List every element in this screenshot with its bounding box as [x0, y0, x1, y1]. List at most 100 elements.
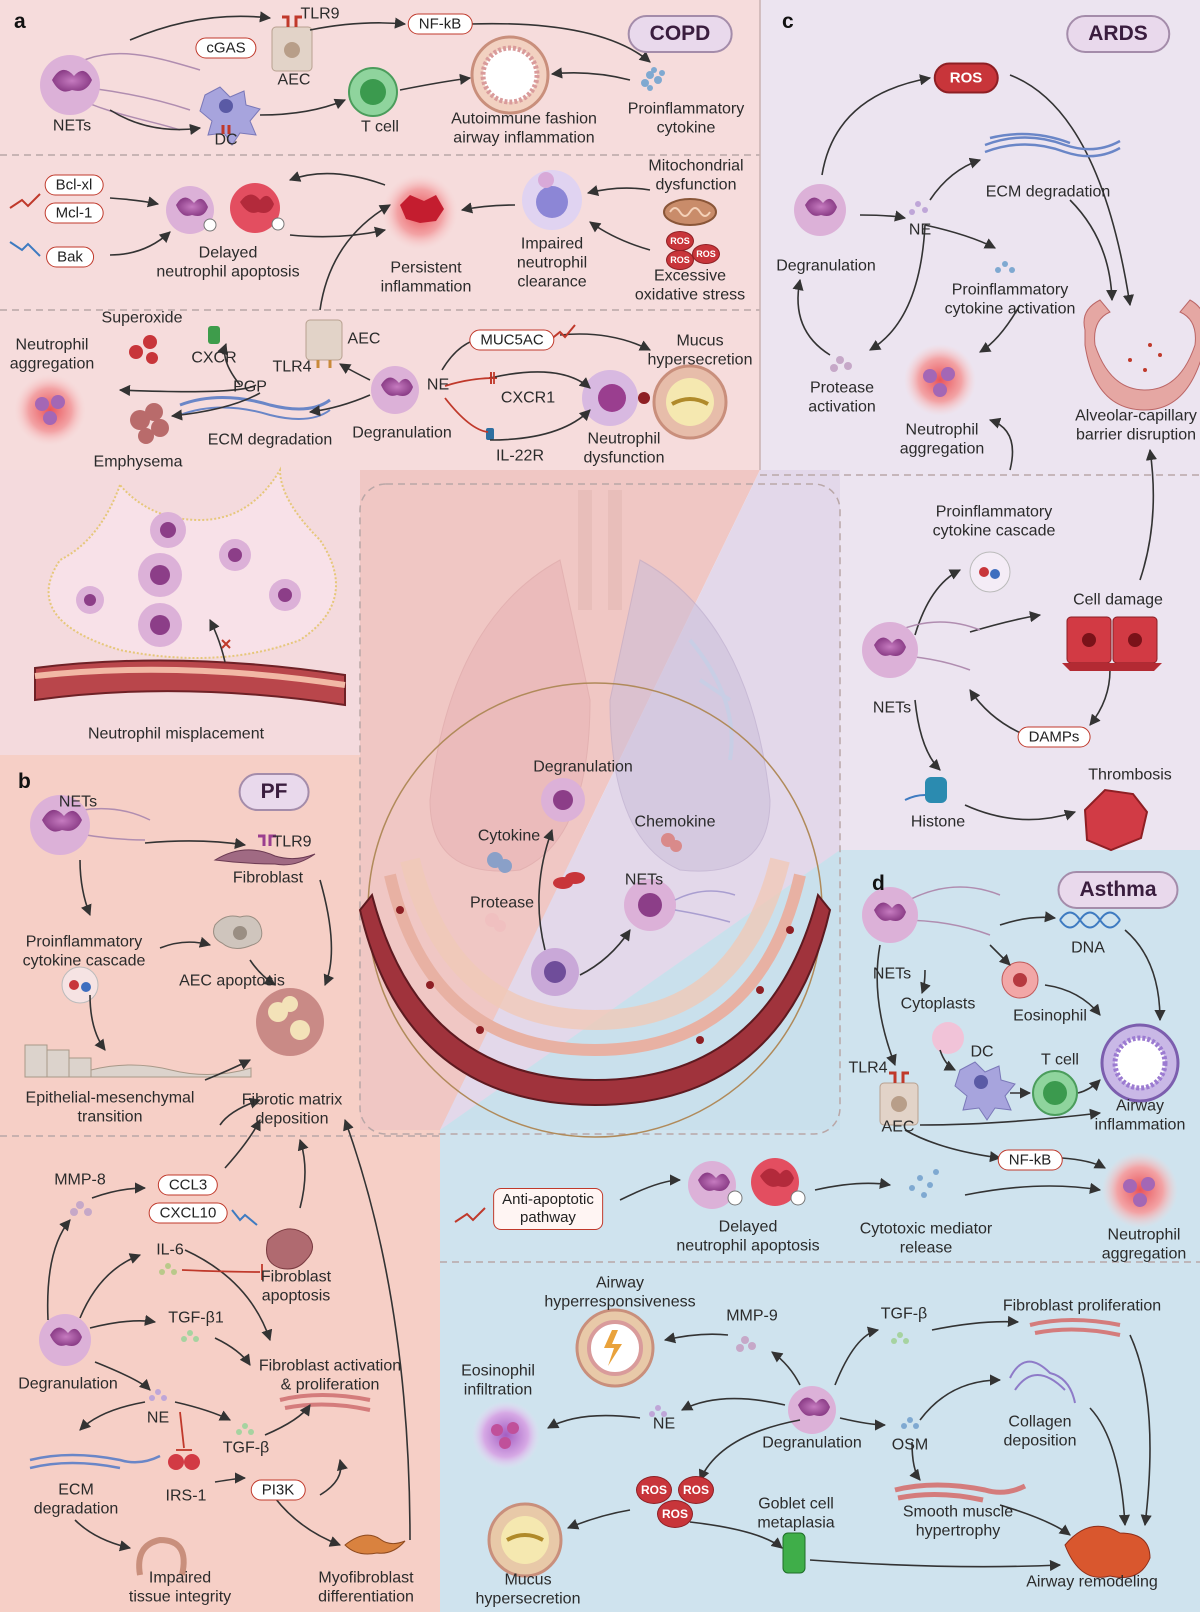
ards-neutrophil-icon — [794, 184, 846, 236]
pf-mmp8-label: MMP-8 — [54, 1171, 106, 1189]
copd-ros-icon: ROS — [666, 231, 694, 251]
copd-cgas-pill: cGAS — [195, 37, 257, 59]
ards-aggregation-label-2: aggregation — [899, 440, 985, 458]
copd-proinflammatory-label-2: cytokine — [656, 119, 716, 137]
asthma-tag: Asthma — [1057, 871, 1179, 909]
asthma-anti-apoptotic-line-2: pathway — [520, 1209, 576, 1226]
pf-il6-label: IL-6 — [156, 1241, 184, 1259]
pf-fibrotic-label-1: Fibrotic matrix — [241, 1091, 343, 1109]
pf-activation-label-1: Fibroblast activation — [258, 1357, 402, 1375]
asthma-ros-label-3: ROS — [661, 1507, 688, 1521]
asthma-aggregation-label-2: aggregation — [1101, 1245, 1187, 1263]
pf-upper-arrows — [79, 837, 335, 1126]
ards-cytokine-icon — [995, 261, 1015, 273]
copd-mito-label-1: Mitochondrial — [648, 157, 744, 175]
panel-letter-d: d — [872, 872, 885, 895]
copd-row3-arrows — [118, 204, 652, 441]
copd-cytokine-icon — [641, 67, 665, 91]
pf-degranulation-label: Degranulation — [18, 1375, 118, 1393]
pf-lower-cells — [29, 1201, 406, 1576]
asthma-airway-ring-icon — [1100, 1023, 1180, 1103]
center-nets-label: NETs — [624, 871, 664, 889]
copd-row1-arrows — [109, 11, 651, 135]
asthma-tgfb-label: TGF-β — [880, 1305, 928, 1323]
ards-ros-pill: ROS — [933, 62, 999, 94]
asthma-collagen-label-1: Collagen — [1008, 1413, 1072, 1431]
asthma-inflammation-label-2: inflammation — [1094, 1116, 1186, 1134]
copd-impaired-label-3: clearance — [517, 273, 587, 291]
copd-ne-label: NE — [426, 376, 450, 394]
asthma-dc-label: DC — [970, 1043, 994, 1061]
copd-muc5ac-up-arrow — [549, 324, 576, 341]
copd-nets-label: NETs — [52, 117, 92, 135]
asthma-ros-icon: ROS — [636, 1476, 672, 1504]
pf-fibro-apoptosis-label-1: Fibroblast — [260, 1268, 332, 1286]
copd-mucus-label-2: hypersecretion — [647, 351, 753, 369]
ards-protease-label-2: activation — [808, 398, 876, 416]
ards-thrombosis-label: Thrombosis — [1088, 766, 1172, 784]
ards-ne-icon — [909, 201, 928, 215]
pf-tgfb-label: TGF-β — [222, 1439, 270, 1457]
pf-ecm-label-1: ECM — [58, 1481, 94, 1499]
copd-tlr4-label: TLR4 — [272, 358, 312, 376]
ards-histone-label: Histone — [910, 813, 966, 831]
asthma-goblet-label-2: metaplasia — [757, 1514, 835, 1532]
asthma-smooth-label-1: Smooth muscle — [902, 1503, 1014, 1521]
asthma-delayed-label-2: neutrophil apoptosis — [676, 1237, 820, 1255]
pf-cxcl10-pill: CXCL10 — [148, 1202, 228, 1224]
asthma-aggregation-icon — [1102, 1152, 1178, 1228]
copd-dysfunction-label-1: Neutrophil — [587, 430, 661, 448]
pf-fibroblast-label: Fibroblast — [232, 869, 304, 887]
copd-delayed-label-1: Delayed — [198, 244, 258, 262]
copd-row2-arrows — [109, 171, 651, 256]
copd-nets-neutrophil — [40, 52, 201, 131]
copd-oxidative-label-2: oxidative stress — [634, 286, 746, 304]
copd-oxidative-label-1: Excessive — [653, 267, 727, 285]
ards-cascade-label-2: cytokine cascade — [932, 522, 1056, 540]
copd-inhibition-lines — [444, 372, 496, 433]
copd-cxcr-label: CXCR — [191, 349, 237, 367]
asthma-nets-label: NETs — [872, 965, 912, 983]
pf-cytokine-cascade-icon — [61, 966, 99, 1004]
copd-impaired-label-2: neutrophil — [516, 254, 588, 272]
ards-ecm-icon — [984, 132, 1121, 158]
panel-letter-a: a — [14, 10, 26, 33]
copd-ros-icon: ROS — [692, 244, 720, 264]
center-degranulation-label: Degranulation — [533, 758, 633, 776]
asthma-ros-icon: ROS — [678, 1476, 714, 1504]
pf-pi3k-pill: PI3K — [250, 1479, 306, 1501]
copd-proinflammatory-label-1: Proinflammatory — [627, 100, 745, 118]
ards-degranulation-label: Degranulation — [776, 257, 876, 275]
pf-cascade-label-1: Proinflammatory — [25, 933, 143, 951]
asthma-upper-arrows — [876, 911, 1166, 1169]
pf-nets-label: NETs — [58, 793, 98, 811]
asthma-mmp9-label: MMP-9 — [726, 1307, 778, 1325]
asthma-osm-label: OSM — [891, 1436, 929, 1454]
copd-row2-cells — [166, 170, 582, 250]
asthma-ros-label-1: ROS — [640, 1483, 667, 1497]
pf-down-arrow — [231, 1209, 258, 1226]
misplacement-label: Neutrophil misplacement — [87, 725, 265, 743]
ards-nets-label: NETs — [872, 699, 912, 717]
ards-cytokine-cascade-icon — [969, 551, 1011, 593]
pf-impaired-label-1: Impaired — [148, 1569, 212, 1587]
copd-bak-pill: Bak — [46, 246, 94, 268]
asthma-nets-neutrophil — [862, 886, 1001, 943]
copd-autoimmune-label-2: airway inflammation — [453, 129, 595, 147]
pf-lower-arrows — [46, 1118, 411, 1552]
ards-barrier-label-1: Alveolar-capillary — [1075, 407, 1197, 425]
center-protease-label: Protease — [469, 894, 535, 912]
copd-dc-cell — [199, 86, 261, 146]
asthma-nfkb-pill: NF-kB — [997, 1149, 1063, 1171]
asthma-remodeling-label: Airway remodeling — [1026, 1573, 1158, 1591]
pf-aec-apoptosis-icon — [213, 915, 263, 949]
copd-aec-cell — [271, 15, 313, 72]
ards-aggregation-label-1: Neutrophil — [905, 421, 979, 439]
asthma-cytotoxic-label-2: release — [899, 1239, 953, 1257]
pf-ne-label: NE — [146, 1409, 170, 1427]
pf-tgfb1-label: TGF-β1 — [168, 1309, 224, 1327]
copd-mitochondria-icon — [663, 198, 717, 226]
pf-activation-label-2: & proliferation — [280, 1376, 380, 1394]
